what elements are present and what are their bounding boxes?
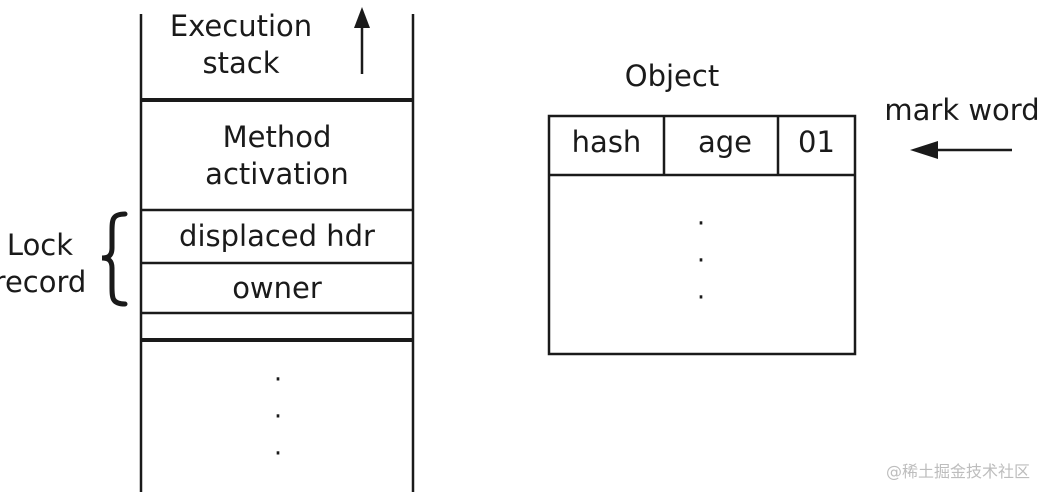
object-box [547,114,857,356]
owner-cell: owner [232,271,322,305]
stack-growth-arrow-icon [354,7,370,74]
mark-word-label: mark word [884,93,1040,127]
object-ellipsis: · · · [696,209,706,313]
execution-stack-line-2: stack [202,46,280,80]
method-activation-line-1: Method [222,120,332,154]
watermark: @稀土掘金技术社区 [885,462,1030,481]
object-title: Object [624,59,720,93]
method-activation-label: Method activation [141,119,413,193]
lock-record-line-2: record [0,265,87,299]
displaced-hdr-cell: displaced hdr [179,219,375,253]
method-activation-line-2: activation [205,157,349,191]
object-field-flag: 01 [798,125,835,159]
object-field-hash: hash [571,125,642,159]
execution-stack-label: Execution stack [141,8,341,82]
stack-ellipsis: · · · [273,365,283,469]
execution-stack-line-1: Execution [169,9,313,43]
object-field-age: age [697,125,753,159]
lock-record-label: Lock record [0,227,90,301]
mark-word-arrow-icon [910,141,1012,159]
lock-record-line-1: Lock [6,228,74,262]
lock-record-brace-icon [101,211,128,307]
